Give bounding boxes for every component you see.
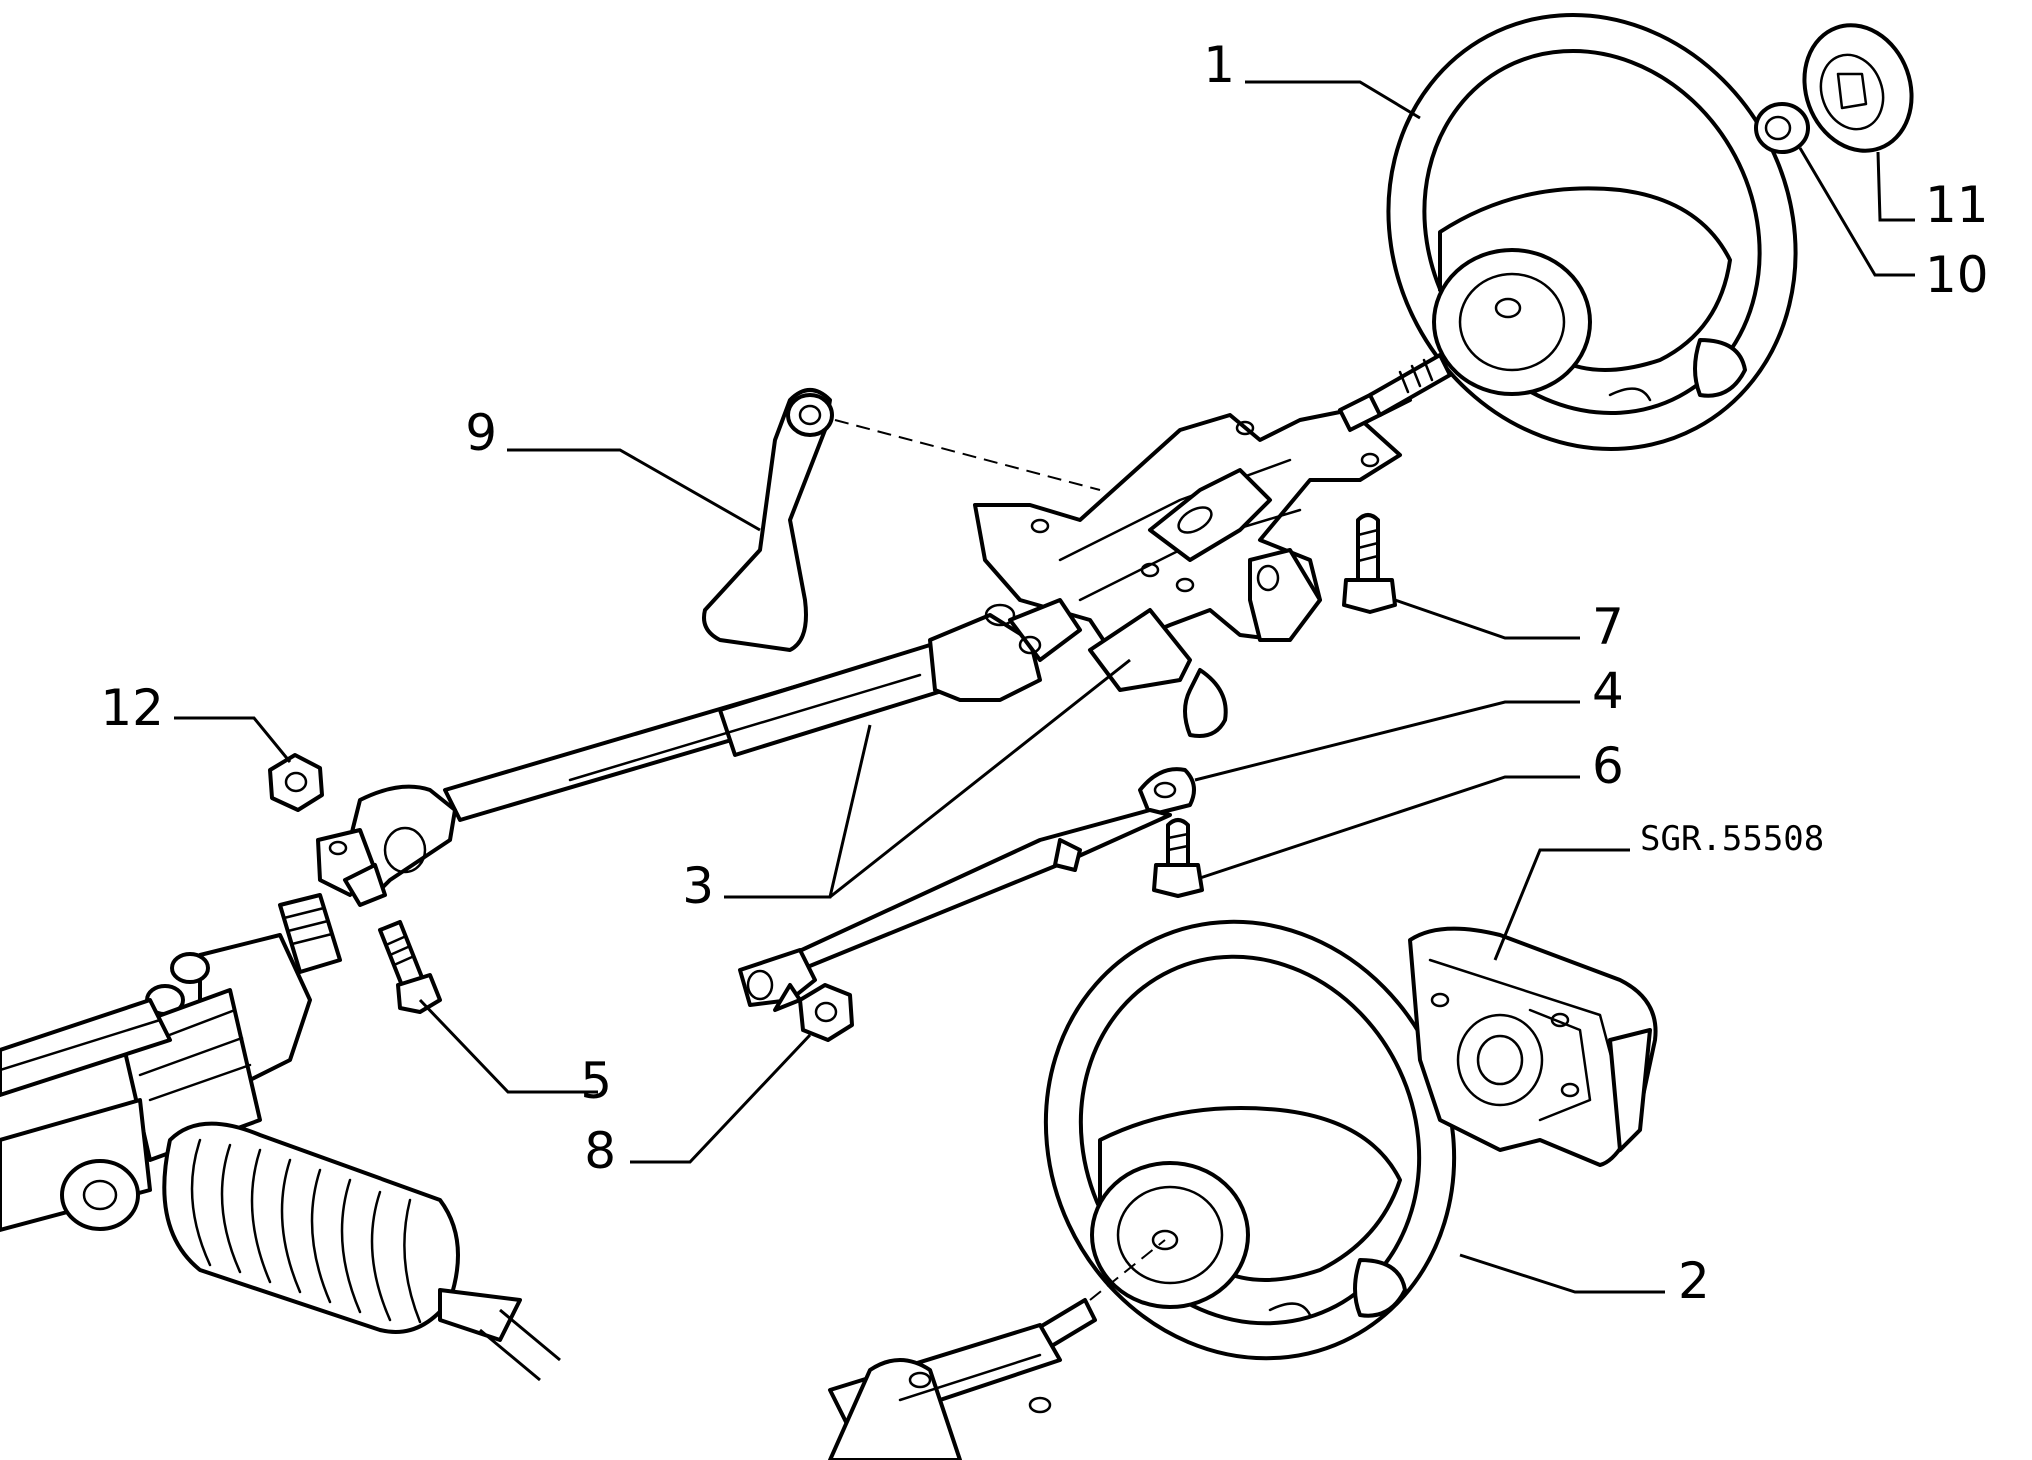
callout-7: 7 — [1592, 598, 1624, 656]
tie-rod — [738, 767, 1196, 1012]
bolt-7 — [1342, 513, 1397, 614]
leader-lines — [174, 80, 1915, 1294]
drawing-code: SGR.55508 — [1640, 819, 1824, 859]
callout-4: 4 — [1592, 662, 1624, 720]
lever-arm — [702, 388, 1101, 652]
bolt-6 — [1152, 818, 1204, 898]
upper-steering-wheel — [1386, 13, 1798, 451]
intermediate-shaft — [316, 598, 1082, 907]
callout-1: 1 — [1203, 36, 1235, 94]
callout-6: 6 — [1592, 737, 1624, 795]
airbag-module — [1408, 926, 1658, 1167]
callout-2: 2 — [1678, 1252, 1710, 1310]
wheel-nut — [1754, 102, 1810, 154]
bolt-5 — [378, 920, 442, 1014]
callout-3: 3 — [682, 857, 714, 915]
callout-11: 11 — [1925, 176, 1989, 234]
steering-column — [973, 353, 1452, 738]
callout-10: 10 — [1925, 246, 1989, 304]
nut-8 — [798, 983, 854, 1042]
hex-nut-12 — [268, 753, 324, 812]
callout-labels: 1 2 3 4 5 6 7 8 9 10 11 12 SGR.55508 — [100, 36, 1988, 1310]
callout-5: 5 — [580, 1052, 612, 1110]
callout-8: 8 — [584, 1122, 616, 1180]
steering-rack — [0, 893, 561, 1382]
wheel-cap — [1802, 23, 1914, 153]
callout-12: 12 — [100, 679, 164, 737]
lower-steering-wheel — [828, 919, 1457, 1460]
callout-9: 9 — [465, 404, 497, 462]
